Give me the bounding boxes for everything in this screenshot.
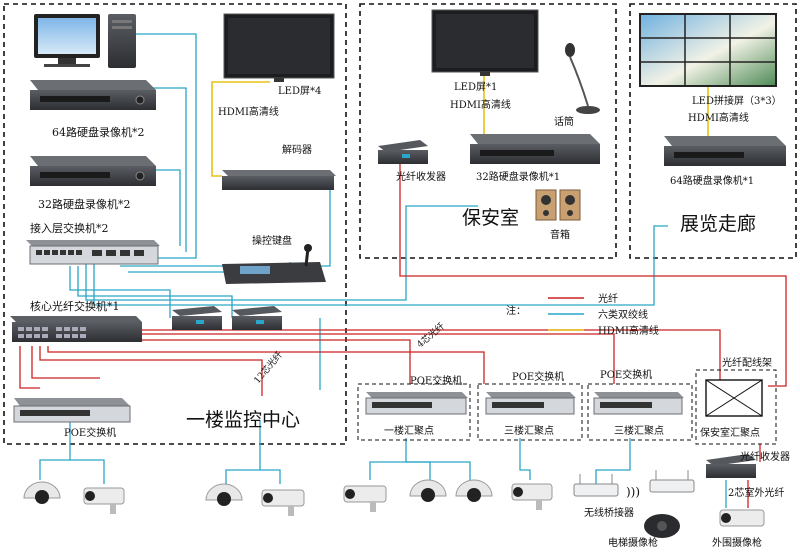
nvr-32-center-label: 32路硬盘录像机*2 [38,197,131,211]
media-converter-1 [172,306,222,330]
dome-camera-4 [455,479,493,502]
fiber-12-label: 12芯光纤 [251,349,285,386]
agg3-label: 三楼汇聚点 [614,424,664,437]
bullet-camera-3 [343,485,387,512]
poe-switch-2 [485,392,576,415]
nvr-32-security [470,134,600,164]
transceiver-security-label: 光纤收发器 [396,170,446,183]
access-switch [26,240,160,265]
hdmi-security-label: HDMI高清线 [450,98,511,111]
cables-cat6 [39,33,727,508]
video-wall-label: LED拼接屏（3*3） [692,94,782,107]
fiber-patch-panel [705,379,763,417]
microphone [565,43,600,114]
pc-workstation [34,14,136,68]
wifi-signal-icon: ))) [626,485,640,499]
agg-sec-label: 保安室汇聚点 [700,426,760,439]
decoder [222,170,336,190]
cables-hdmi [211,74,709,177]
dome-camera-1 [23,481,61,504]
speakers [535,189,581,221]
node-agg3-frame [587,383,693,441]
zone-gallery-frame [629,3,797,259]
transceiver-outdoor-label: 光纤收发器 [740,450,790,463]
cables-fiber [19,150,787,508]
agg1-label: 一楼汇聚点 [384,424,434,437]
elevator-label: 电梯摄像枪 [608,536,658,549]
zone-center-frame [3,3,347,445]
legend-hdmi: HDMI高清线 [598,324,659,337]
outdoor-camera [719,509,765,527]
media-converter-security [378,140,428,164]
control-keyboard [222,244,326,284]
wireless-bridge-1 [573,474,619,497]
poe-switch-center [13,398,131,423]
decoder-label: 解码器 [282,143,312,156]
led-video-wall [639,13,777,87]
bullet-camera-2 [261,489,305,516]
nvr-64-gallery [664,136,786,166]
poe1-label: POE交换机 [410,374,462,387]
poe3-label: POE交换机 [600,368,652,381]
led-security-label: LED屏*1 [454,81,497,93]
led-screen-center [223,13,335,82]
node-agg2-frame [477,383,583,441]
legend-title: 注： [506,304,526,317]
core-fiber-switch [10,316,142,342]
zone-security-frame [359,3,617,259]
dome-camera-2 [205,483,243,506]
dome-camera-3 [409,479,447,502]
core-switch-label: 核心光纤交换机*1 [30,299,120,313]
poe2-label: POE交换机 [512,370,564,383]
nvr-gallery-label: 64路硬盘录像机*1 [670,174,754,187]
outdoor-label: 外围摄像枪 [712,536,762,549]
led-screen-security [431,9,539,76]
zone-security-title: 保安室 [462,207,519,229]
media-converter-outdoor [706,454,756,478]
keyboard-label: 操控键盘 [252,234,292,247]
legend-cat6: 六类双绞线 [598,308,648,321]
poe-switch-3 [593,392,684,415]
bridge-label: 无线桥接器 [584,506,634,519]
speaker-label: 音箱 [550,228,570,241]
hdmi-gallery-label: HDMI高清线 [688,111,749,124]
zone-center-title: 一楼监控中心 [186,409,300,431]
nvr-32-center [30,156,156,186]
access-switch-label: 接入层交换机*2 [30,221,109,235]
elevator-camera [644,514,680,538]
mic-label: 话筒 [554,115,574,128]
patch-label: 光纤配线架 [722,356,772,369]
bullet-camera-1 [83,487,125,514]
led-center-label: LED屏*4 [278,85,321,97]
hdmi-center-label: HDMI高清线 [218,105,279,118]
poe-center-label: POE交换机 [64,426,116,439]
nvr-64-center-label: 64路硬盘录像机*2 [52,125,145,139]
fiber-4-label: 4芯光纤 [414,320,447,350]
legend: 注： 光纤 六类双绞线 HDMI高清线 [506,292,659,337]
agg2-label: 三楼汇聚点 [504,424,554,437]
node-agg1-frame [357,383,471,441]
nvr-security-label: 32路硬盘录像机*1 [476,170,560,183]
fiber-2-label: 2芯室外光纤 [728,486,784,499]
bullet-camera-4 [511,483,553,510]
poe-switch-1 [365,392,468,415]
zone-gallery-title: 展览走廊 [680,213,756,235]
media-converter-2 [232,306,282,330]
legend-fiber: 光纤 [598,292,618,305]
nvr-64-center [30,80,156,110]
wireless-bridge-2 [649,470,695,493]
